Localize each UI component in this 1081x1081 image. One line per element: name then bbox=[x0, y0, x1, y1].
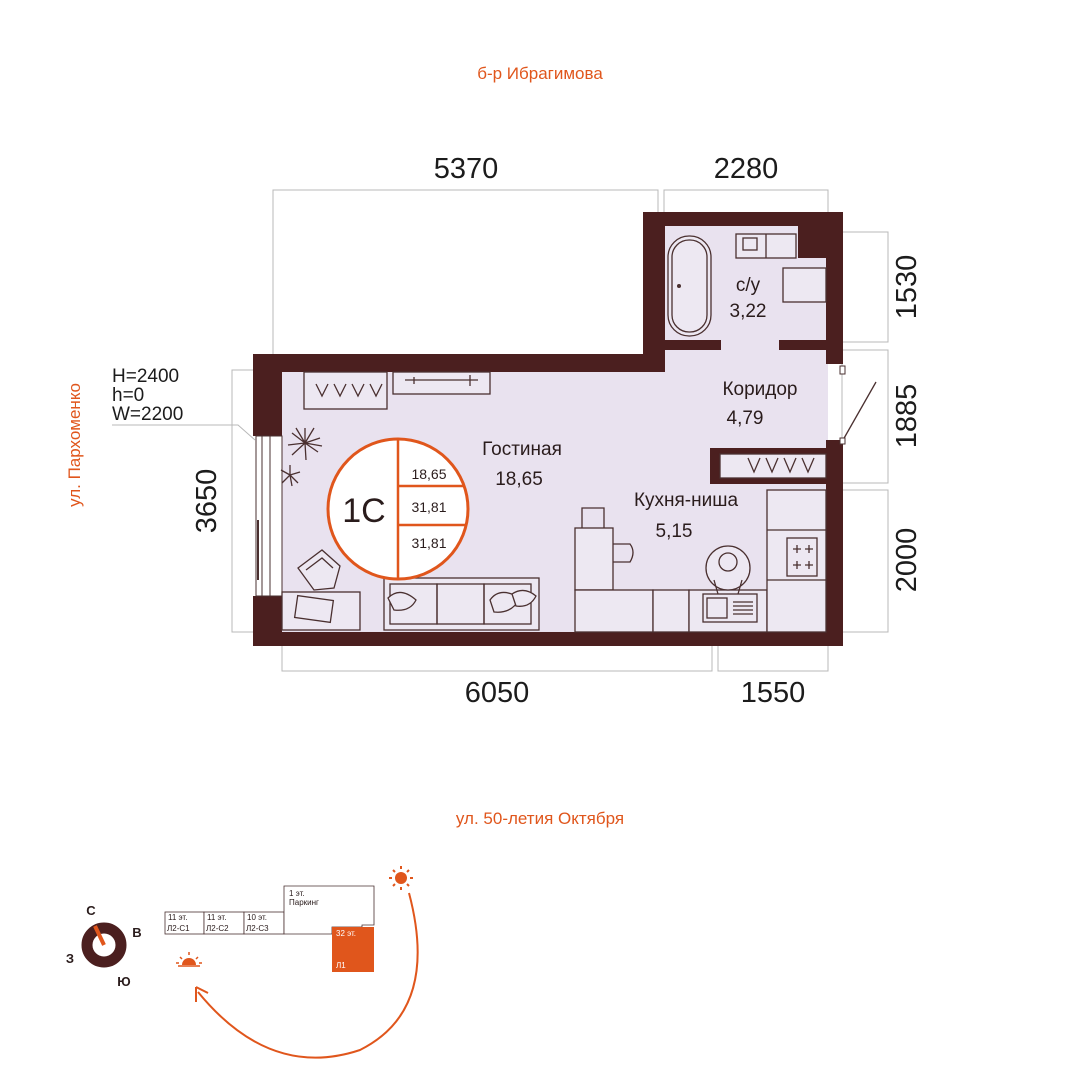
sofa bbox=[383, 577, 540, 631]
room-corridor-name: Коридор bbox=[722, 379, 797, 400]
compass-west: З bbox=[66, 951, 74, 966]
dimension-bottom-right: 1550 bbox=[741, 677, 806, 709]
dimension-top-left: 5370 bbox=[434, 153, 499, 185]
dimension-right-middle: 1885 bbox=[891, 384, 923, 449]
site-block-1-floors: 11 эт. bbox=[168, 913, 187, 922]
dimension-bottom-left: 6050 bbox=[465, 677, 530, 709]
street-left-label: ул. Пархоменко bbox=[65, 383, 84, 507]
room-kitchen-area: 5,15 bbox=[656, 521, 693, 542]
badge-total-area: 31,81 bbox=[411, 499, 446, 515]
site-block-3-floors: 10 эт. bbox=[247, 913, 267, 922]
washing-machine bbox=[782, 267, 827, 303]
site-block-1-name: Л2-С1 bbox=[167, 924, 190, 933]
sink-bathroom bbox=[735, 233, 797, 259]
window-left bbox=[255, 435, 283, 597]
room-kitchen-name: Кухня-ниша bbox=[634, 490, 739, 511]
compass-east: В bbox=[132, 925, 141, 940]
site-current-floors: 32 эт. bbox=[336, 929, 356, 938]
bathtub bbox=[667, 235, 712, 337]
dimension-top-right: 2280 bbox=[714, 153, 779, 185]
stove-icon bbox=[786, 537, 818, 577]
compass-south: Ю bbox=[117, 974, 130, 989]
dimension-right-top: 1530 bbox=[891, 255, 923, 320]
site-parking-floors: 1 эт. bbox=[289, 889, 305, 898]
window-sill-spec: h=0 bbox=[112, 385, 144, 406]
site-current-name: Л1 bbox=[336, 961, 346, 970]
wardrobe-living bbox=[303, 371, 388, 410]
plant-icon bbox=[280, 427, 323, 487]
dimension-right-bottom: 2000 bbox=[891, 528, 923, 593]
site-block-2-floors: 11 эт. bbox=[207, 913, 226, 922]
walls bbox=[253, 212, 843, 646]
entrance-door bbox=[839, 365, 877, 445]
room-living-name: Гостиная bbox=[482, 439, 562, 460]
site-plan: 11 эт. Л2-С1 11 эт. Л2-С2 10 эт. Л2-С3 1… bbox=[164, 885, 375, 972]
room-bathroom-area: 3,22 bbox=[730, 301, 767, 322]
badge-total-area-2: 31,81 bbox=[411, 535, 446, 551]
badge-living-area: 18,65 bbox=[411, 466, 446, 482]
tv-stand bbox=[392, 371, 491, 395]
dining-table bbox=[574, 507, 634, 591]
desk-laptop bbox=[281, 591, 361, 631]
site-block-2-name: Л2-С2 bbox=[206, 924, 229, 933]
person-cooking bbox=[705, 545, 751, 595]
compass-north: С bbox=[86, 903, 96, 918]
site-block-3-name: Л2-С3 bbox=[246, 924, 269, 933]
room-living-area: 18,65 bbox=[495, 469, 543, 490]
room-corridor-area: 4,79 bbox=[727, 408, 764, 429]
badge-apartment-type: 1С bbox=[342, 492, 385, 530]
street-top-label: б-р Ибрагимова bbox=[477, 64, 603, 83]
window-width-spec: W=2200 bbox=[112, 404, 183, 425]
site-parking-name: Паркинг bbox=[289, 898, 319, 907]
apartment-badge: 1С 18,65 31,81 31,81 bbox=[326, 437, 470, 581]
armchair bbox=[297, 549, 341, 591]
street-bottom-label: ул. 50-летия Октября bbox=[456, 809, 624, 828]
corridor-wardrobe bbox=[719, 453, 827, 479]
room-bathroom-name: с/у bbox=[736, 275, 761, 296]
window-height-spec: H=2400 bbox=[112, 366, 179, 387]
kitchen-sink bbox=[702, 593, 758, 623]
sunrise-icon bbox=[176, 952, 202, 967]
dimension-left: 3650 bbox=[191, 469, 223, 534]
compass-icon: С В Ю З bbox=[66, 903, 142, 989]
sun-icon bbox=[389, 866, 413, 890]
sun-path bbox=[195, 892, 419, 1059]
